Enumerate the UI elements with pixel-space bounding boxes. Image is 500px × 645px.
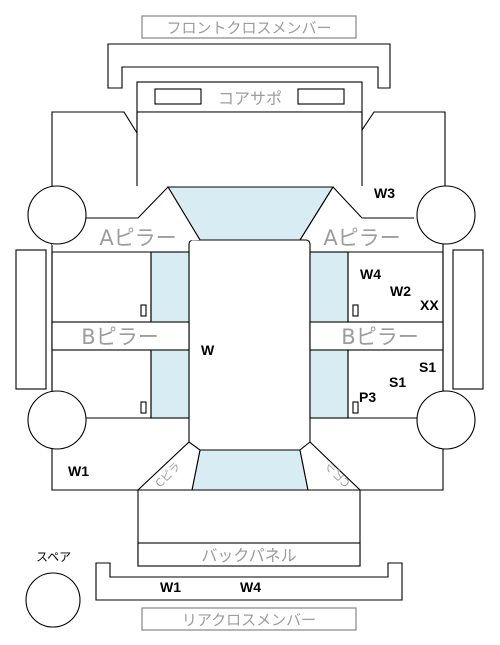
wheel-rear-left — [27, 390, 87, 450]
mark-p3: P3 — [359, 389, 376, 405]
back-panel: バックパネル — [137, 542, 361, 567]
spare-tire-circle — [25, 572, 81, 628]
rear-window — [191, 449, 309, 491]
windshield-frame — [167, 186, 334, 241]
b-pillar-left: Bピラー — [51, 321, 190, 351]
spare-tire: スペア — [25, 550, 81, 628]
mark-w4-right: W4 — [360, 266, 381, 282]
rear-cross-member-label-box: リアクロスメンバー — [141, 607, 357, 631]
wheel-rear-right — [416, 390, 476, 450]
mark-w-center: W — [201, 342, 215, 358]
spare-label: スペア — [36, 550, 71, 564]
front-cross-member-label: フロントクロスメンバー — [166, 19, 331, 37]
wheel-front-right — [416, 185, 476, 245]
b-pillar-right: Bピラー — [309, 321, 444, 351]
wheel-front-left — [27, 185, 87, 245]
b-pillar-right-label: Bピラー — [341, 325, 418, 349]
mark-s1-lower: S1 — [389, 374, 406, 390]
mark-w3: W3 — [374, 185, 395, 201]
mark-w4-rear: W4 — [240, 579, 261, 595]
back-panel-label: バックパネル — [201, 546, 296, 565]
door-handle-right-rear — [352, 401, 359, 414]
door-handle-left-front — [140, 304, 147, 317]
a-pillar-right-label: Aピラー — [323, 226, 400, 250]
b-pillar-left-label: Bピラー — [81, 325, 158, 349]
left-side-sill — [15, 249, 47, 390]
core-support-label: コアサポ — [218, 89, 282, 108]
front-cross-member — [107, 43, 391, 89]
mark-xx: XX — [420, 297, 439, 313]
rear-cross-member-label: リアクロスメンバー — [182, 611, 316, 629]
front-cross-member-label-box: フロントクロスメンバー — [141, 15, 357, 39]
mark-w1-rear: W1 — [160, 579, 181, 595]
rear-cross-member — [95, 562, 403, 601]
mark-s1-upper: S1 — [419, 359, 436, 375]
core-support: コアサポ — [136, 81, 363, 113]
mark-w2: W2 — [390, 283, 411, 299]
door-handle-right-front — [352, 304, 359, 317]
door-handle-left-rear — [140, 401, 147, 414]
a-pillar-left-label: Aピラー — [99, 226, 176, 250]
mark-w1-left: W1 — [68, 463, 89, 479]
right-side-sill — [452, 249, 484, 390]
